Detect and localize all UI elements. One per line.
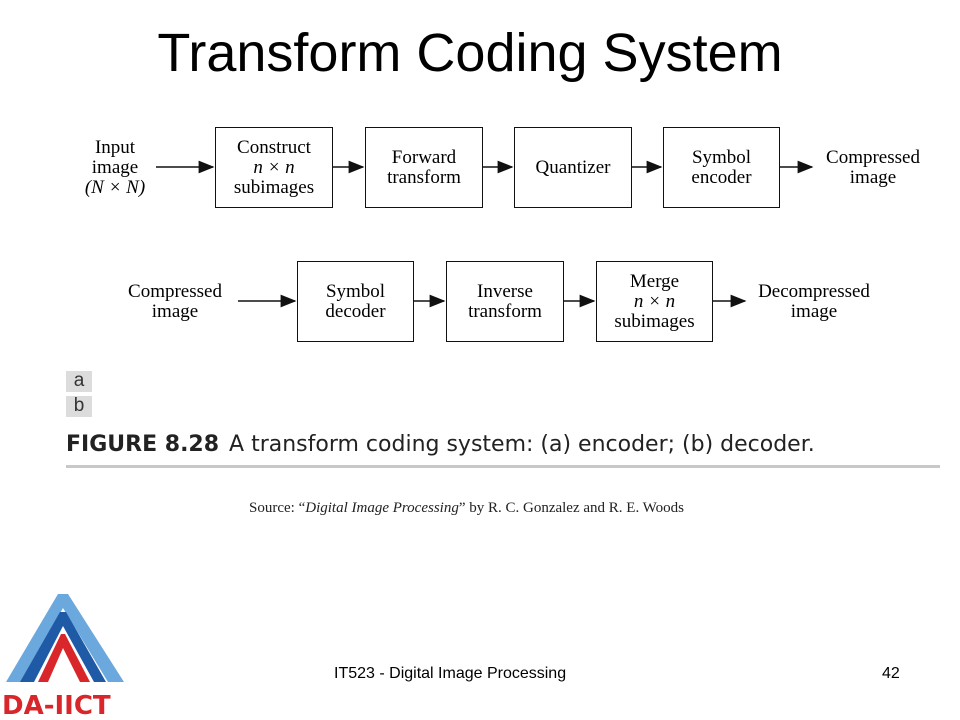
logo-inner-a [20,612,106,682]
panel-label-b: b [66,396,92,417]
logo-text: DA-IICT [2,691,111,720]
caption-divider [66,465,940,468]
footer-page-number: 42 [882,665,900,682]
figure-caption-text: A transform coding system: (a) encoder; … [229,432,815,457]
forward-transform-box: Forward transform [365,127,483,208]
symbol-decoder-box: Symbol decoder [297,261,414,342]
symbol-encoder-box: Symbol encoder [663,127,780,208]
inverse-transform-box: Inverse transform [446,261,564,342]
da-iict-logo: DA-IICT [2,594,124,720]
logo-center-a [38,634,90,682]
footer-course: IT523 - Digital Image Processing [334,665,567,682]
source-book-title: Digital Image Processing [305,500,459,516]
encoder-input-label: Input image (N × N) [84,137,146,198]
merge-subimages-box: Merge n × n subimages [596,261,713,342]
encoder-output-label: Compressed image [826,147,920,188]
slide-title: Transform Coding System [157,23,783,83]
decoder-output-label: Decompressed image [758,281,870,322]
construct-subimages-box: Construct n × n subimages [215,127,333,208]
figure-number: FIGURE 8.28 [66,432,220,457]
source-citation: Source: “Digital Image Processing” by R.… [249,500,684,516]
logo-outer-a [6,594,124,682]
figure-caption: FIGURE 8.28 A transform coding system: (a… [66,432,815,457]
panel-label-a: a [66,371,92,392]
decoder-input-label: Compressed image [128,281,222,322]
quantizer-box: Quantizer [514,127,632,208]
